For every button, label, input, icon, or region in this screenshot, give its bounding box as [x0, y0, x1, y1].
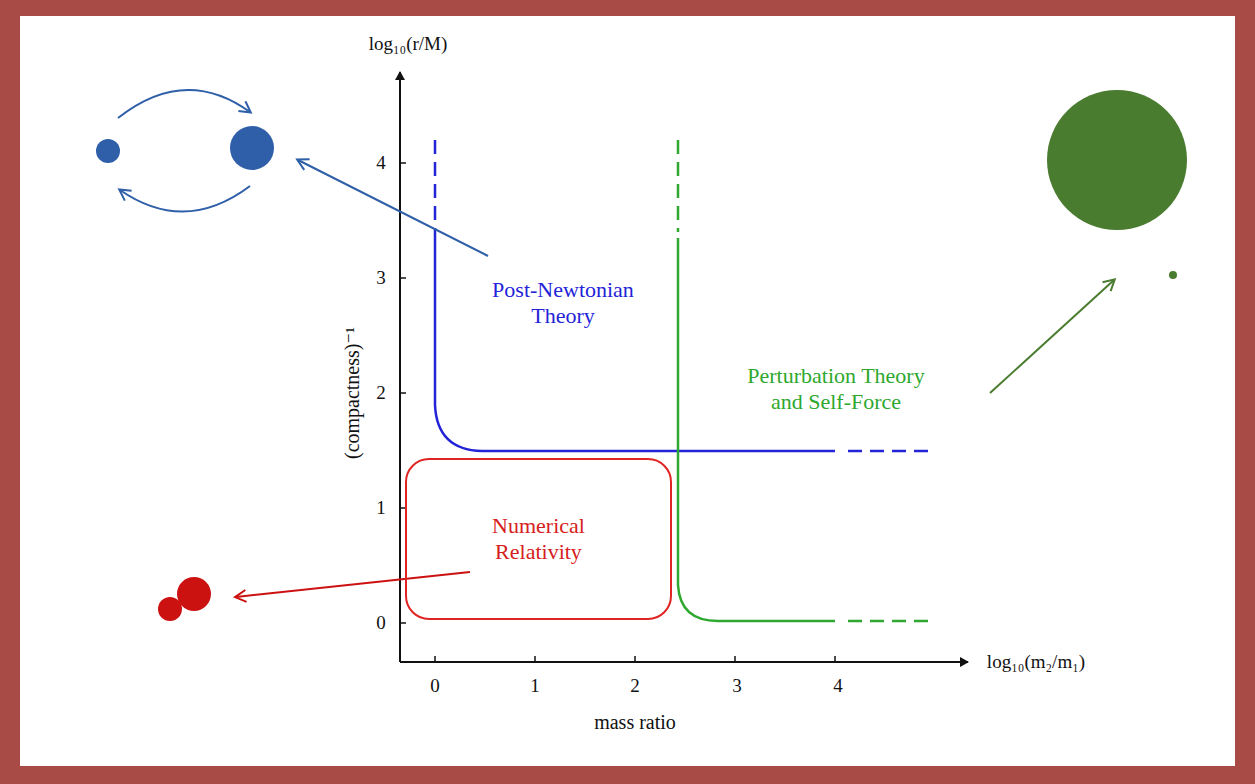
axis-title: log₁₀(m₂/m₁)	[987, 651, 1085, 674]
tick-label: 2	[630, 675, 640, 698]
tick-label: 0	[430, 675, 440, 698]
tick-label: 1	[376, 497, 386, 520]
region-label: Numerical Relativity	[474, 513, 604, 566]
tick-label: 0	[376, 612, 386, 635]
method-label: Perturbation Theory and Self-Force	[730, 363, 942, 416]
tick-label: 3	[376, 267, 386, 290]
axis-title: mass ratio	[594, 710, 676, 734]
tick-label: 3	[732, 675, 742, 698]
method-label: Post-Newtonian Theory	[476, 277, 651, 330]
method-region-box: Numerical Relativity	[405, 458, 672, 620]
tick-label: 4	[376, 152, 386, 175]
tick-label: 4	[833, 675, 843, 698]
tick-label: 1	[530, 675, 540, 698]
axis-title: (compactness)⁻¹	[340, 327, 364, 459]
tick-label: 2	[376, 382, 386, 405]
axis-title: log₁₀(r/M)	[369, 33, 448, 56]
